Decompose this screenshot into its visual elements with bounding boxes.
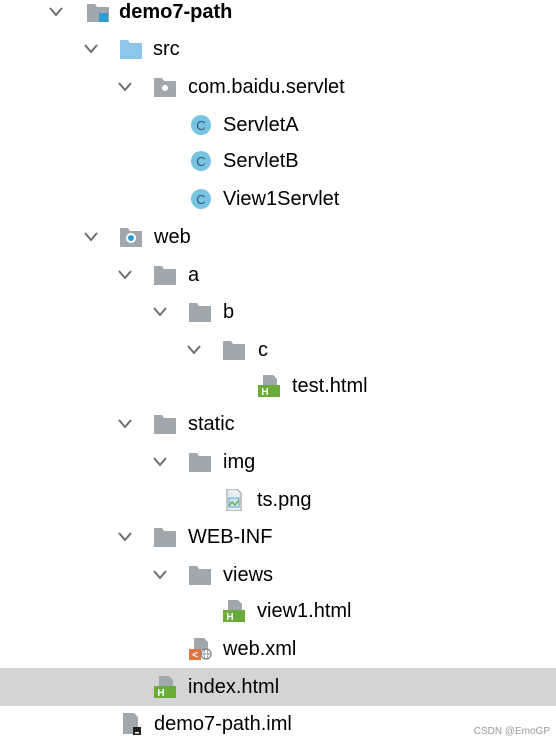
tree-label: view1.html: [257, 600, 352, 622]
chevron-down-icon[interactable]: [152, 568, 168, 582]
tree-label: View1Servlet: [223, 188, 340, 210]
chevron-down-icon[interactable]: [83, 42, 99, 56]
class-icon: C: [191, 151, 211, 171]
tree-label: ServletA: [223, 114, 299, 136]
tree-label: demo7-path.iml: [154, 713, 292, 735]
tree-row-servletb[interactable]: C ServletB: [0, 142, 556, 180]
tree-row-view1servlet[interactable]: C View1Servlet: [0, 180, 556, 218]
folder-icon: [189, 303, 211, 322]
tree-row-test-html[interactable]: H test.html: [0, 367, 556, 405]
chevron-down-icon[interactable]: [186, 343, 202, 357]
folder-icon: [189, 566, 211, 585]
tree-row-servleta[interactable]: C ServletA: [0, 106, 556, 144]
tree-row-demo7-path-iml[interactable]: demo7-path.iml: [0, 705, 556, 743]
chevron-down-icon[interactable]: [117, 268, 133, 282]
tree-row-view1-html[interactable]: H view1.html: [0, 592, 556, 630]
chevron-down-icon[interactable]: [83, 230, 99, 244]
tree-row-package[interactable]: com.baidu.servlet: [0, 68, 556, 106]
source-folder-icon: [120, 40, 142, 59]
tree-label: test.html: [292, 375, 368, 397]
folder-icon: [189, 453, 211, 472]
tree-row-c[interactable]: c: [0, 331, 556, 369]
module-folder-icon: [87, 4, 109, 22]
class-icon: C: [191, 189, 211, 209]
xml-file-icon: <: [189, 638, 212, 660]
tree-row-views[interactable]: views: [0, 556, 556, 594]
tree-label: ts.png: [257, 489, 312, 511]
tree-label: web.xml: [223, 638, 297, 660]
tree-label: views: [223, 564, 274, 586]
svg-text:H: H: [261, 387, 268, 397]
tree-label: b: [223, 301, 235, 323]
module-file-icon: [123, 713, 141, 735]
tree-label: demo7-path: [119, 1, 233, 23]
chevron-down-icon[interactable]: [152, 305, 168, 319]
tree-label: WEB-INF: [188, 526, 273, 548]
tree-row-ts-png[interactable]: ts.png: [0, 481, 556, 519]
svg-text:H: H: [157, 688, 164, 698]
tree-label: index.html: [188, 676, 280, 698]
folder-icon: [154, 415, 176, 434]
chevron-down-icon[interactable]: [48, 5, 64, 19]
tree-row-img[interactable]: img: [0, 443, 556, 481]
tree-label: static: [188, 413, 235, 435]
tree-label: c: [258, 339, 268, 361]
html-file-icon: H: [154, 676, 176, 698]
tree-row-b[interactable]: b: [0, 293, 556, 331]
chevron-down-icon[interactable]: [117, 80, 133, 94]
chevron-down-icon[interactable]: [117, 530, 133, 544]
folder-icon: [223, 341, 245, 360]
chevron-down-icon[interactable]: [152, 455, 168, 469]
tree-label: img: [223, 451, 256, 473]
svg-text:<: <: [192, 650, 198, 660]
package-icon: [154, 78, 176, 97]
web-folder-icon: [120, 228, 142, 247]
image-file-icon: [226, 489, 242, 511]
tree-row-static[interactable]: static: [0, 405, 556, 443]
watermark: CSDN @EmoGP: [473, 726, 550, 737]
svg-text:H: H: [226, 612, 233, 622]
tree-label: web: [154, 226, 191, 248]
tree-row-demo7-path[interactable]: demo7-path: [0, 0, 556, 31]
tree-row-web[interactable]: web: [0, 218, 556, 256]
html-file-icon: H: [258, 375, 280, 397]
html-file-icon: H: [223, 600, 245, 622]
tree-label: a: [188, 264, 200, 286]
svg-text:C: C: [196, 192, 205, 207]
svg-text:C: C: [196, 118, 205, 133]
tree-row-a[interactable]: a: [0, 256, 556, 294]
tree-row-web-xml[interactable]: < web.xml: [0, 630, 556, 668]
tree-label: ServletB: [223, 150, 299, 172]
chevron-down-icon[interactable]: [117, 417, 133, 431]
folder-icon: [154, 528, 176, 547]
svg-text:C: C: [196, 154, 205, 169]
tree-row-src[interactable]: src: [0, 30, 556, 68]
folder-icon: [154, 266, 176, 285]
tree-label: src: [153, 38, 180, 60]
tree-row-web-inf[interactable]: WEB-INF: [0, 518, 556, 556]
tree-label: com.baidu.servlet: [188, 76, 345, 98]
tree-row-index-html[interactable]: H index.html: [0, 668, 556, 706]
class-icon: C: [191, 115, 211, 135]
